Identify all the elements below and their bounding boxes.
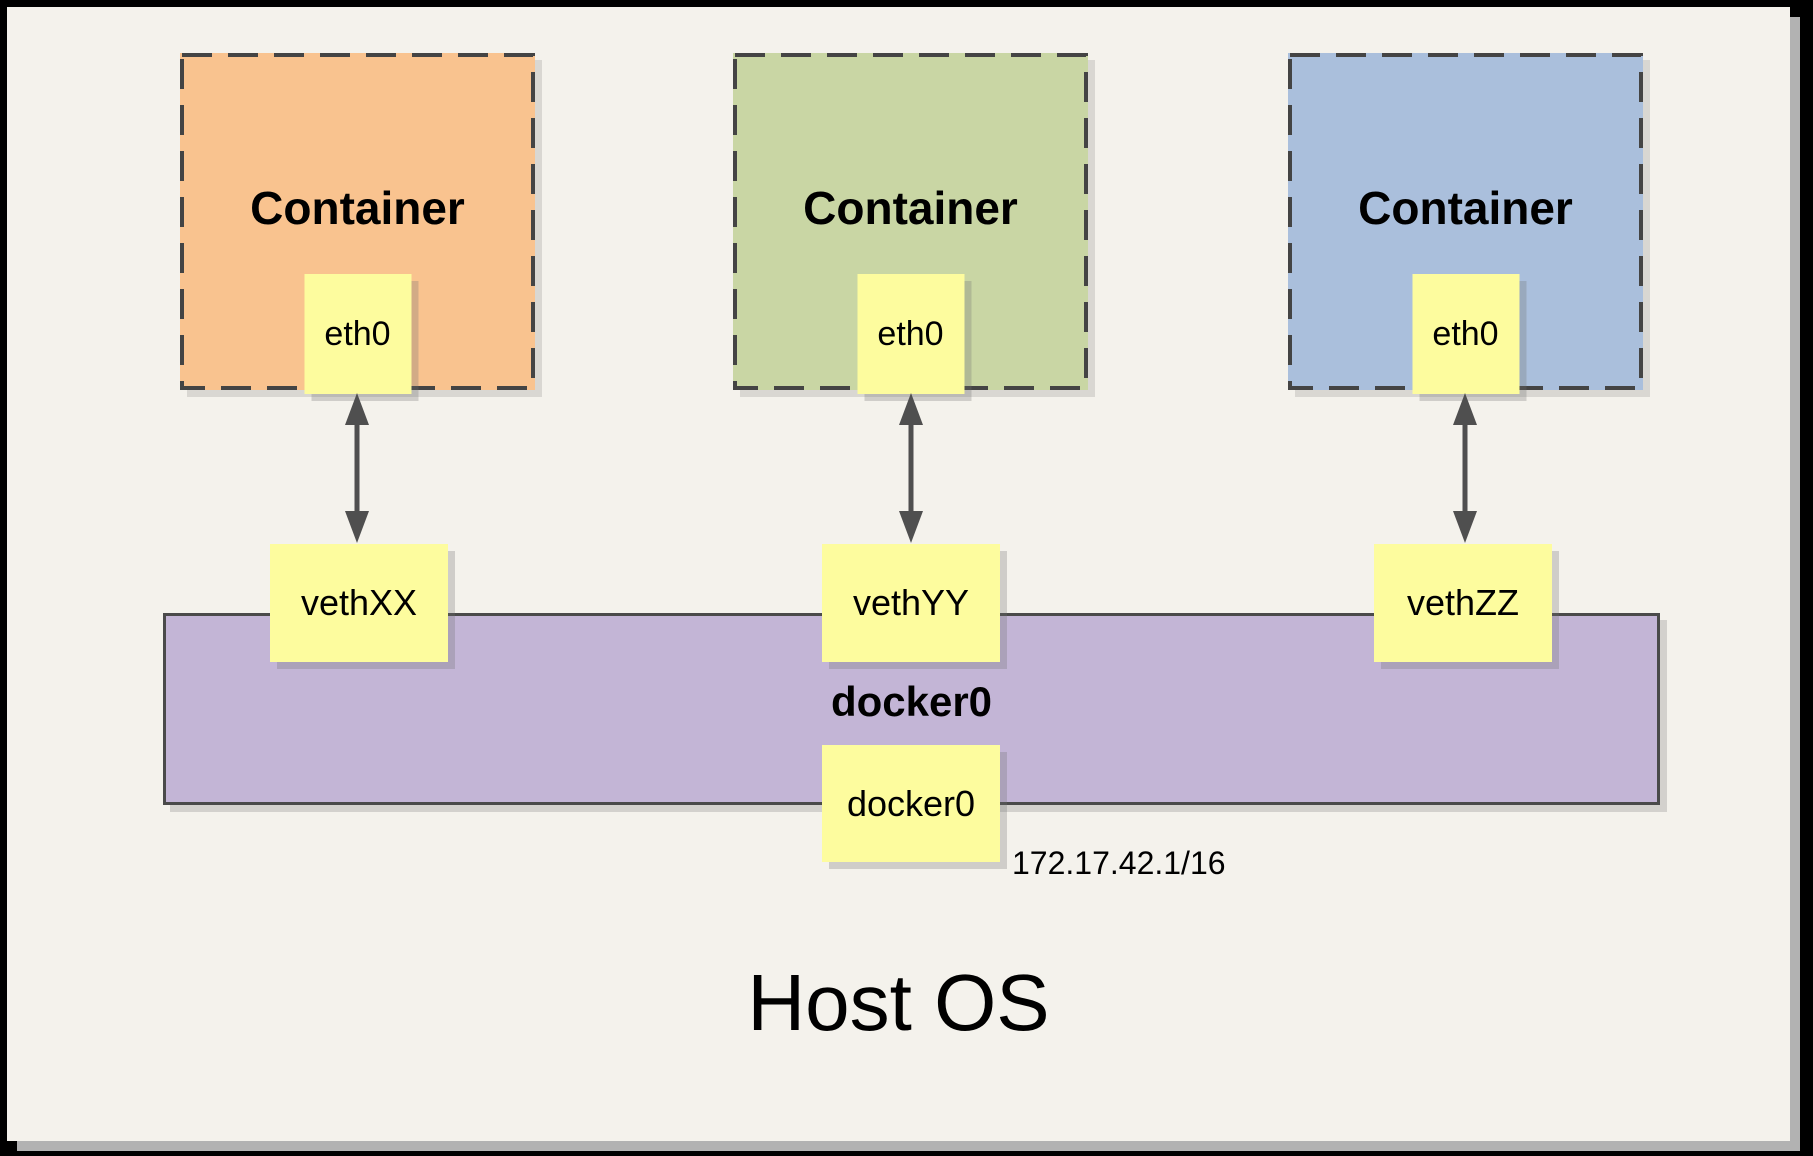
eth0-interface-box: eth0 xyxy=(857,274,964,394)
docker0-bridge-title: docker0 xyxy=(830,678,993,725)
eth0-interface-box: eth0 xyxy=(304,274,411,394)
container-title: Container xyxy=(803,182,1018,234)
eth0-label: eth0 xyxy=(1432,314,1499,353)
eth0-label: eth0 xyxy=(877,314,944,353)
bidirectional-arrow-1 xyxy=(345,393,369,543)
veth-label: vethYY xyxy=(852,582,970,623)
container-title: Container xyxy=(250,182,465,234)
container-box-2: Container eth0 xyxy=(733,53,1088,394)
veth-box-zz: vethZZ xyxy=(1374,544,1552,662)
veth-box-yy: vethYY xyxy=(822,544,1000,662)
container-dashed-border xyxy=(733,53,1088,390)
eth0-label: eth0 xyxy=(324,314,391,353)
veth-label: vethZZ xyxy=(1406,582,1520,623)
host-os-title: Host OS xyxy=(747,958,1050,1047)
container-box-1: Container eth0 xyxy=(180,53,535,394)
veth-box-xx: vethXX xyxy=(270,544,448,662)
container-title: Container xyxy=(1358,182,1573,234)
docker0-interface-box: docker0 xyxy=(822,745,1000,862)
container-dashed-border xyxy=(180,53,535,390)
container-box-3: Container eth0 xyxy=(1288,53,1643,394)
diagram-canvas: Container eth0 Container eth0 Container … xyxy=(7,7,1790,1141)
eth0-interface-box: eth0 xyxy=(1412,274,1519,394)
docker0-interface-label: docker0 xyxy=(846,782,976,824)
veth-label: vethXX xyxy=(300,582,418,623)
bridge-ip-address: 172.17.42.1/16 xyxy=(1012,845,1226,881)
bidirectional-arrow-3 xyxy=(1453,393,1477,543)
bidirectional-arrow-2 xyxy=(899,393,923,543)
container-dashed-border xyxy=(1288,53,1643,390)
